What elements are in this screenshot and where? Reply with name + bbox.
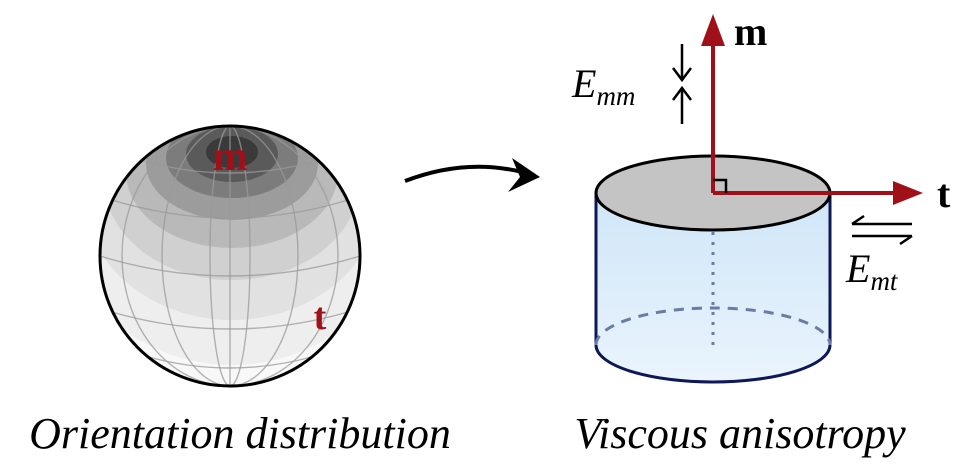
caption-orientation-distribution: Orientation distribution bbox=[29, 409, 451, 458]
label-emt: Emt bbox=[845, 246, 899, 296]
label-emm-sub: mm bbox=[596, 81, 635, 111]
label-emm-base: E bbox=[571, 61, 596, 106]
compression-arrows-icon bbox=[672, 44, 692, 124]
sphere-label-t: t bbox=[314, 296, 327, 338]
right-curved-arrow-icon bbox=[404, 158, 540, 192]
right-angle-mark bbox=[713, 178, 728, 193]
hidden-base-edge bbox=[594, 306, 832, 346]
axis-t-arrow bbox=[713, 181, 923, 205]
axis-label-t: t bbox=[937, 171, 951, 216]
label-emt-base: E bbox=[845, 246, 870, 291]
label-emm: Emm bbox=[571, 61, 635, 111]
orientation-sphere bbox=[98, 124, 362, 388]
label-emt-sub: mt bbox=[870, 266, 898, 296]
shear-arrows-icon bbox=[851, 214, 913, 246]
axis-label-m: m bbox=[734, 9, 767, 54]
axis-m-arrow bbox=[701, 14, 725, 193]
sphere-label-m: m bbox=[213, 134, 248, 180]
caption-viscous-anisotropy: Viscous anisotropy bbox=[574, 409, 906, 458]
